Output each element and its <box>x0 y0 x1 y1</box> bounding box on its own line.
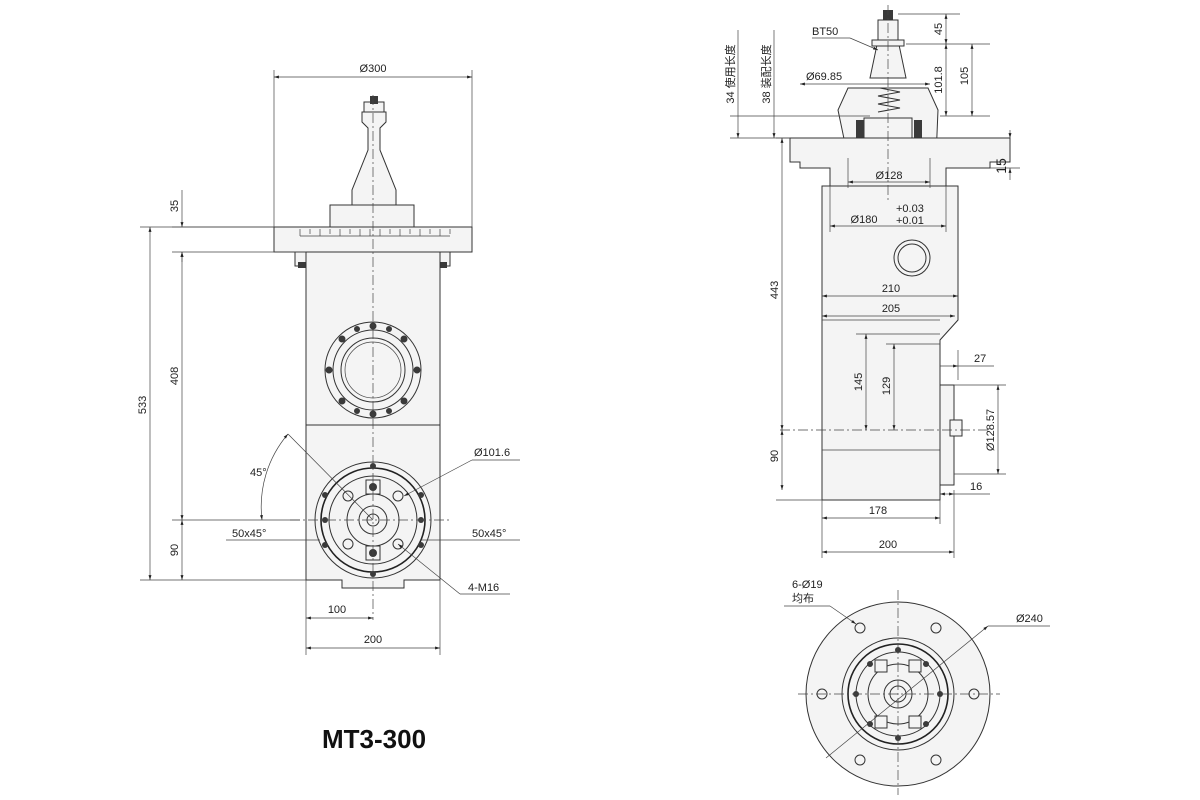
scale-ticks <box>299 229 451 236</box>
dim-h15: 15 <box>993 158 1009 174</box>
dim-chamfer-right: 50x45° <box>472 528 506 540</box>
dim-w16: 16 <box>970 481 982 493</box>
front-view: Ø300 35 533 408 90 45° Ø101.6 50x45° 50x… <box>137 63 520 655</box>
dim-d180: Ø180 <box>851 214 878 226</box>
dim-holes-note: 均布 <box>792 592 814 605</box>
dim-d128-57: Ø128.57 <box>985 409 997 451</box>
dim-h101-8: 101.8 <box>933 66 945 94</box>
side-view: 34 使用长度 38 装配长度 BT50 Ø69.85 45 101.8 105… <box>723 5 1020 558</box>
dim-w205: 205 <box>882 303 900 315</box>
dim-w200-left: 200 <box>364 634 382 646</box>
dim-h90-left: 90 <box>169 544 181 556</box>
dim-tol-plus: +0.03 <box>896 203 924 215</box>
pull-stud-tip <box>370 96 378 104</box>
holder-flange <box>329 204 415 228</box>
dim-w27: 27 <box>974 353 986 365</box>
dim-h408: 408 <box>169 367 181 385</box>
dim-use-length: 34 使用长度 <box>723 44 737 103</box>
dim-tol-minus: +0.01 <box>896 215 924 227</box>
dim-w178: 178 <box>869 505 887 517</box>
dim-h533: 533 <box>137 396 149 414</box>
dim-h35: 35 <box>169 200 181 212</box>
side-port <box>893 239 931 277</box>
dim-bt50: BT50 <box>812 26 838 38</box>
dim-h443: 443 <box>769 281 781 299</box>
bottom-view: Ø240 6-Ø19 均布 <box>784 579 1050 795</box>
dim-holes: 6-Ø19 <box>792 579 823 591</box>
dim-h145: 145 <box>853 373 865 391</box>
drawing-title: MT3-300 <box>322 724 427 754</box>
dim-h90-side: 90 <box>769 450 781 462</box>
dim-ang45: 45° <box>250 467 267 479</box>
dim-d101-6: Ø101.6 <box>474 447 510 459</box>
dim-d300: Ø300 <box>360 63 387 75</box>
dim-d69-85: Ø69.85 <box>806 71 842 83</box>
dim-m16: 4-M16 <box>468 582 499 594</box>
dim-w210: 210 <box>882 283 900 295</box>
dim-chamfer-left: 50x45° <box>232 528 266 540</box>
spring <box>877 87 901 113</box>
dim-d128: Ø128 <box>876 170 903 182</box>
dim-h45: 45 <box>933 23 945 35</box>
inner-bolts <box>853 647 943 741</box>
dim-h129: 129 <box>881 377 893 395</box>
dim-d240: Ø240 <box>1016 613 1043 625</box>
dim-assy-length: 38 装配长度 <box>759 44 773 103</box>
dim-h105: 105 <box>959 67 971 85</box>
dim-w100: 100 <box>328 604 346 616</box>
dim-w200-side: 200 <box>879 539 897 551</box>
mounting-holes <box>816 622 980 766</box>
side-main-body <box>821 185 959 501</box>
tool-holder-cone <box>351 111 397 206</box>
